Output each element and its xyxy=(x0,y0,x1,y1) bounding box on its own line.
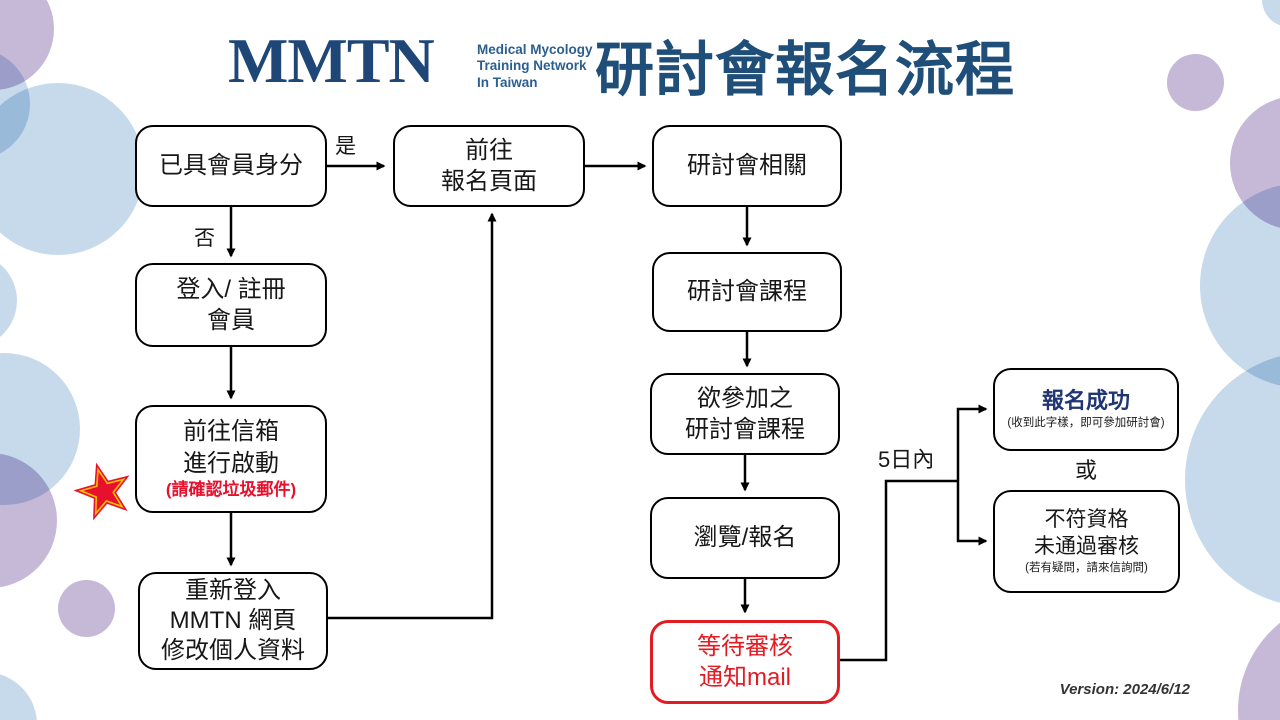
flow-box-label: MMTN 網頁 xyxy=(169,607,297,634)
decor-circle xyxy=(0,253,17,348)
branch-label-5days: 5日內 xyxy=(878,447,935,472)
flow-box-seminar-related: 研討會相關 xyxy=(652,125,842,207)
decor-circle xyxy=(1200,183,1280,388)
mmtn-logo: MMTN xyxy=(228,25,435,96)
flow-box-label: 未通過審核 xyxy=(1034,534,1139,558)
success-title: 報名成功 xyxy=(1041,387,1130,413)
star-icon xyxy=(74,462,130,521)
page-title: 研討會報名流程 xyxy=(595,37,1016,103)
flow-box-registration-page: 前往 報名頁面 xyxy=(393,125,585,207)
decor-circle xyxy=(1262,0,1280,27)
flow-box-label: 研討會課程 xyxy=(687,278,807,306)
spam-warning-text: (請確認垃圾郵件) xyxy=(165,479,297,499)
flow-box-label: 重新登入 xyxy=(185,577,281,604)
flow-box-select-course: 欲參加之 研討會課程 xyxy=(650,373,840,455)
decor-circle xyxy=(1167,54,1224,111)
flow-box-label: 通知mail xyxy=(698,664,791,691)
branch-label-no: 否 xyxy=(194,227,215,250)
logo-tagline-line: Medical Mycology xyxy=(477,42,593,57)
flow-box-label: 等待審核 xyxy=(697,632,793,660)
flow-box-rejected: 不符資格 未通過審核 (若有疑問，請來信詢問) xyxy=(993,490,1180,593)
branch-label-or: 或 xyxy=(1074,458,1097,483)
logo-tagline-line: In Taiwan xyxy=(477,74,538,90)
flow-box-label: 研討會課程 xyxy=(685,416,805,443)
decor-circle xyxy=(0,83,144,255)
flow-box-seminar-course: 研討會課程 xyxy=(652,252,842,332)
flow-box-label: 報名頁面 xyxy=(441,168,537,195)
decor-circle xyxy=(1185,352,1280,607)
flow-box-label: 瀏覽/報名 xyxy=(693,524,797,552)
mmtn-logo-tagline: Medical Mycology Training Network In Tai… xyxy=(477,42,593,91)
flow-box-label: 已具會員身分 xyxy=(159,152,303,180)
flow-box-email-activation: 前往信箱 進行啟動 (請確認垃圾郵件) xyxy=(135,405,327,513)
flow-box-label: 前往 xyxy=(465,136,513,164)
flow-box-label: 會員 xyxy=(207,307,255,334)
version-note: Version: 2024/6/12 xyxy=(1059,681,1190,698)
branch-label-yes: 是 xyxy=(335,135,356,158)
success-subtitle: (收到此字樣，即可參加研討會) xyxy=(1007,417,1165,430)
flow-box-member: 已具會員身分 xyxy=(135,125,327,207)
flow-box-label: 不符資格 xyxy=(1044,507,1129,531)
flow-box-label: 前往信箱 xyxy=(183,418,279,446)
decor-circle xyxy=(1238,598,1280,720)
decor-circle xyxy=(0,672,37,720)
flow-box-label: 登入/ 註冊 xyxy=(176,275,286,303)
flow-box-label: 修改個人資料 xyxy=(161,637,305,664)
flow-box-label: 欲參加之 xyxy=(697,384,793,412)
flow-box-wait-review: 等待審核 通知mail xyxy=(650,620,840,704)
rejected-subtitle: (若有疑問，請來信詢問) xyxy=(1025,562,1148,575)
flow-box-label: 研討會相關 xyxy=(687,152,807,180)
flow-box-success: 報名成功 (收到此字樣，即可參加研討會) xyxy=(993,368,1179,451)
flow-box-browse-register: 瀏覽/報名 xyxy=(650,497,840,579)
logo-tagline-line: Training Network xyxy=(477,58,587,74)
flow-box-login: 登入/ 註冊 會員 xyxy=(135,263,327,347)
decor-circle xyxy=(58,580,115,637)
flow-box-label: 進行啟動 xyxy=(183,449,279,477)
flow-box-relogin: 重新登入 MMTN 網頁 修改個人資料 xyxy=(138,572,328,670)
